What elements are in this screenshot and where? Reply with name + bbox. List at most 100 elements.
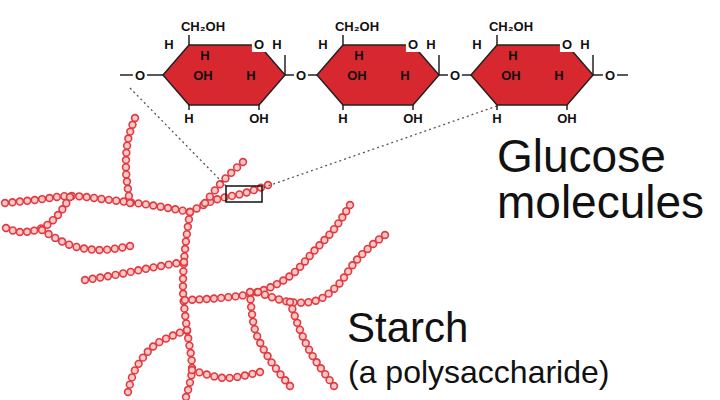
glucose-bead bbox=[347, 202, 354, 209]
end-oxygen: O bbox=[603, 68, 617, 83]
chain-guide bbox=[250, 292, 290, 386]
glucose-bead bbox=[135, 267, 142, 274]
atom-label: H bbox=[354, 48, 363, 63]
glucose-bead bbox=[112, 272, 119, 279]
bond-line bbox=[284, 55, 286, 75]
glucose-bead bbox=[203, 296, 210, 303]
glucose-bead bbox=[182, 313, 189, 320]
glucose-bead bbox=[123, 157, 130, 164]
glucose-bead bbox=[179, 207, 186, 214]
glucose-bead bbox=[129, 121, 136, 128]
glucose-bead bbox=[123, 171, 130, 178]
chain-guide bbox=[85, 262, 184, 280]
atom-label: H bbox=[508, 48, 517, 63]
glucose-bead bbox=[127, 243, 134, 250]
hexagon-ring bbox=[317, 45, 439, 105]
glucose-bead bbox=[183, 238, 190, 245]
glucose-bead bbox=[45, 231, 52, 238]
glucose-bead bbox=[140, 354, 147, 361]
glucose-bead bbox=[131, 367, 138, 374]
glucose-bead bbox=[249, 311, 256, 318]
starch-chains bbox=[2, 115, 389, 400]
subtitle-label: (a polysaccharide) bbox=[348, 354, 609, 390]
glucose-bead bbox=[180, 283, 187, 290]
glucose-bead bbox=[184, 327, 191, 334]
glucose-bead bbox=[248, 304, 255, 311]
atom-label: OH bbox=[501, 68, 521, 83]
chain-guide bbox=[190, 185, 268, 212]
glucose-bead bbox=[105, 273, 112, 280]
glucose-bead bbox=[257, 369, 264, 376]
glucose-bead bbox=[228, 169, 235, 176]
glucose-bead bbox=[9, 199, 16, 206]
atom-label: H bbox=[472, 37, 481, 52]
glucose-bead bbox=[250, 187, 257, 194]
glucose-bead bbox=[225, 294, 232, 301]
glucose-bead bbox=[120, 270, 127, 277]
glucose-bead bbox=[142, 265, 149, 272]
ring-shape bbox=[317, 45, 439, 105]
glucose-bead bbox=[251, 326, 258, 333]
atom-label: CH₂OH bbox=[181, 19, 225, 34]
glucose-bead bbox=[180, 268, 187, 275]
glucose-bead bbox=[240, 159, 247, 166]
bond-line bbox=[412, 105, 414, 110]
bond-line bbox=[592, 55, 594, 75]
atom-label: OH bbox=[193, 68, 213, 83]
glucose-bead bbox=[124, 142, 131, 149]
glucose-bead bbox=[188, 357, 195, 364]
glucose-bead bbox=[211, 295, 218, 302]
glucose-bead bbox=[211, 187, 218, 194]
glucose-bead bbox=[3, 225, 10, 232]
glucose-bead bbox=[287, 299, 294, 306]
glucose-bead bbox=[59, 238, 66, 245]
bond-line bbox=[496, 105, 498, 110]
atom-label: H bbox=[492, 111, 501, 126]
glucose-bead bbox=[119, 244, 126, 251]
glucose-bead bbox=[219, 374, 226, 381]
atom-label: O bbox=[560, 37, 574, 52]
glucose-bead bbox=[185, 386, 192, 393]
glucose-bead bbox=[165, 261, 172, 268]
glucose-bead bbox=[111, 245, 118, 252]
glucose-bead bbox=[264, 353, 271, 360]
glucose-bead bbox=[187, 209, 194, 216]
glucose-bead bbox=[91, 195, 98, 202]
glucose-bead bbox=[183, 231, 190, 238]
glucose-bead bbox=[196, 296, 203, 303]
glucose-bead bbox=[52, 235, 59, 242]
glucose-bead bbox=[218, 294, 225, 301]
glucose-bead bbox=[232, 293, 239, 300]
glucose-bead bbox=[97, 274, 104, 281]
bridge-oxygen: O bbox=[448, 68, 462, 83]
glucose-bead bbox=[250, 318, 257, 325]
glucose-bead bbox=[202, 200, 209, 207]
glucose-bead bbox=[9, 227, 16, 234]
glucose-bead bbox=[129, 374, 136, 381]
glucose-bead bbox=[247, 289, 254, 296]
glucose-bead bbox=[169, 332, 176, 339]
glucose-bead bbox=[180, 275, 187, 282]
glucose-bead bbox=[16, 229, 23, 236]
glucose-bead bbox=[302, 340, 309, 347]
bond-line bbox=[147, 74, 163, 76]
glucose-bead bbox=[184, 327, 191, 334]
chain-guide bbox=[258, 235, 385, 303]
glucose-bead bbox=[249, 370, 256, 377]
glucose-bead bbox=[76, 193, 83, 200]
atom-label: H bbox=[554, 68, 563, 83]
atom-label: OH bbox=[249, 111, 269, 126]
glucose-bead bbox=[157, 203, 164, 210]
glucose-bead bbox=[135, 360, 142, 367]
glucose-bead bbox=[98, 196, 105, 203]
glucose-bead bbox=[81, 245, 88, 252]
glucose-bead bbox=[187, 350, 194, 357]
glucose-bead bbox=[258, 184, 265, 191]
glucose-bead bbox=[229, 192, 236, 199]
glucose-bead bbox=[127, 268, 134, 275]
hexagon-ring bbox=[163, 45, 285, 105]
glucose-bead bbox=[186, 342, 193, 349]
glucose-bead bbox=[187, 209, 194, 216]
glucose-bead bbox=[243, 189, 250, 196]
glucose-bead bbox=[31, 227, 38, 234]
